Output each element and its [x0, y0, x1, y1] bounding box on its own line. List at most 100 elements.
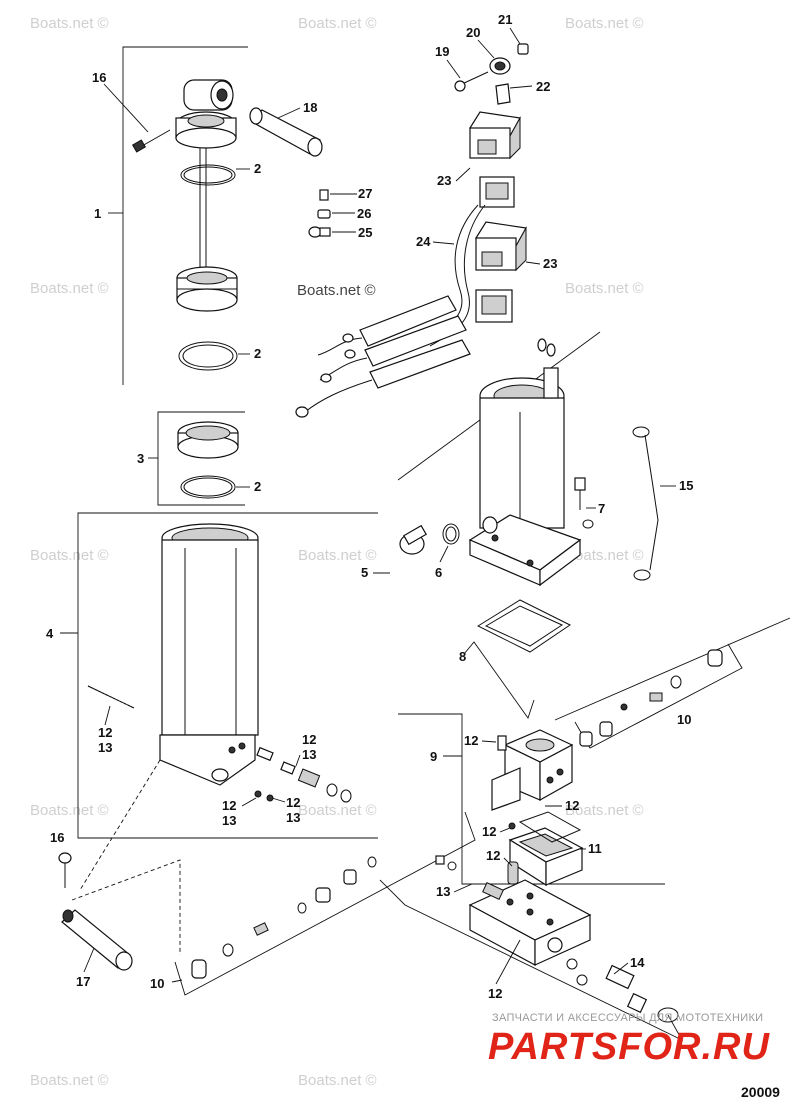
ground-strap-15 — [632, 426, 659, 581]
relay-23-lower — [475, 221, 527, 323]
callout-leader — [525, 261, 541, 265]
watermark-text: Boats.net © — [30, 802, 109, 819]
callout-10: 10 — [677, 712, 691, 727]
brand-logo: PARTSFOR.RU — [488, 1026, 770, 1068]
callout-12: 12 — [464, 733, 478, 748]
wire-harness-24 — [295, 204, 486, 418]
callout-2: 2 — [254, 346, 261, 361]
screw-7 — [574, 477, 594, 529]
callout-19: 19 — [435, 44, 449, 59]
callout-27: 27 — [358, 186, 372, 201]
pin-17 — [61, 909, 133, 971]
callout-11: 11 — [588, 841, 602, 856]
bracket-4 — [77, 512, 378, 839]
callout-12: 12 — [565, 798, 579, 813]
watermark-text: Boats.net © — [298, 547, 377, 564]
screw-16 — [131, 129, 171, 153]
callout-leader — [463, 641, 535, 719]
callout-leader — [103, 83, 149, 133]
trim-cylinder-cap-assembly — [175, 79, 238, 371]
group-brackets — [60, 46, 791, 885]
piston-ring-3 — [177, 421, 239, 499]
callout-23: 23 — [437, 173, 451, 188]
valve-parts-cylinder — [254, 746, 352, 803]
callout-labels: 16 18 2 1 2 3 2 4 12 13 12 13 12 13 12 1… — [46, 12, 693, 1001]
callout-24: 24 — [416, 234, 431, 249]
callout-15: 15 — [679, 478, 693, 493]
pin-16-lower — [58, 852, 72, 888]
plug-5-6 — [399, 523, 460, 555]
callout-4: 4 — [46, 626, 54, 641]
bracket-3 — [157, 411, 245, 506]
callout-leader — [453, 883, 473, 893]
callout-9: 9 — [430, 749, 437, 764]
callout-12: 12 — [488, 986, 502, 1001]
callout-leader — [481, 740, 497, 743]
callout-leader — [432, 241, 455, 245]
watermark-text: Boats.net © — [565, 547, 644, 564]
watermark-text: Boats.net © — [30, 1072, 109, 1089]
callout-17: 17 — [76, 974, 90, 989]
callout-leader — [509, 27, 521, 45]
callout-2: 2 — [254, 161, 261, 176]
callout-25: 25 — [358, 225, 372, 240]
callout-12: 12 — [98, 725, 112, 740]
callout-leader — [271, 797, 286, 803]
watermark-text: Boats.net © — [298, 802, 377, 819]
brand-tagline: ЗАПЧАСТИ И АКСЕССУАРЫ ДЛЯ МОТОТЕХНИКИ — [492, 1012, 764, 1024]
small-hardware-25-27 — [308, 189, 357, 238]
callout-18: 18 — [303, 100, 317, 115]
callout-leader — [509, 85, 533, 89]
callout-5: 5 — [361, 565, 368, 580]
callout-3: 3 — [137, 451, 144, 466]
callout-12: 12 — [482, 824, 496, 839]
pump-body-9 — [491, 729, 574, 811]
callout-leader — [477, 39, 495, 59]
manifold-bracket-10-lower — [171, 811, 476, 996]
callout-leader — [104, 705, 111, 726]
callout-leader — [446, 59, 461, 79]
callout-13: 13 — [302, 747, 316, 762]
valve-block-12 — [379, 855, 684, 1042]
callout-2: 2 — [254, 479, 261, 494]
watermark-text: Boats.net © — [30, 15, 109, 32]
callout-leader — [295, 754, 301, 767]
callout-22: 22 — [536, 79, 550, 94]
callout-leader — [613, 962, 629, 975]
callout-12: 12 — [302, 732, 316, 747]
callout-20: 20 — [466, 25, 480, 40]
callout-10: 10 — [150, 976, 164, 991]
callout-leader — [499, 827, 511, 833]
callout-12: 12 — [222, 798, 236, 813]
callout-12: 12 — [486, 848, 500, 863]
callout-14: 14 — [630, 955, 645, 970]
callout-13: 13 — [222, 813, 236, 828]
relay-23-upper — [469, 111, 521, 208]
watermark-text: Boats.net © — [298, 15, 377, 32]
dashed-guide — [71, 859, 181, 955]
relay-hardware-19-22 — [454, 43, 529, 105]
watermark-text: Boats.net © — [565, 802, 644, 819]
trim-cylinder-body-4 — [87, 523, 259, 786]
watermarks: Boats.net © Boats.net © Boats.net © Boat… — [30, 15, 644, 1089]
bracket-1 — [122, 46, 248, 385]
watermark-text: Boats.net © — [565, 15, 644, 32]
callout-6: 6 — [435, 565, 442, 580]
watermark-text: Boats.net © — [30, 280, 109, 297]
bracket-9 — [398, 713, 665, 885]
callout-16: 16 — [50, 830, 64, 845]
pump-motor — [468, 338, 582, 587]
filter-11 — [507, 811, 584, 887]
callout-leader — [439, 545, 449, 563]
callout-16: 16 — [92, 70, 106, 85]
callout-12: 12 — [286, 795, 300, 810]
callout-21: 21 — [498, 12, 512, 27]
manifold-bracket-10-upper — [574, 643, 743, 749]
dashed-guide — [79, 759, 161, 891]
watermark-text: Boats.net © — [565, 280, 644, 297]
callout-7: 7 — [598, 501, 605, 516]
callout-8: 8 — [459, 649, 466, 664]
callout-leader — [241, 797, 257, 807]
callout-leader — [83, 947, 95, 973]
